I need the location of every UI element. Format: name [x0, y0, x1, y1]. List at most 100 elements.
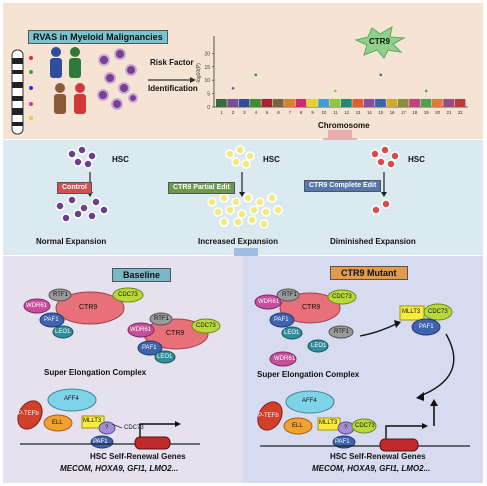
x-tick-label: 7	[289, 110, 292, 115]
chromosome-band	[341, 98, 352, 107]
expanded-cell	[207, 197, 217, 207]
sec-cdc73-label: CDC73	[124, 425, 144, 431]
expanded-cell	[219, 193, 229, 203]
x-tick-label: 11	[333, 110, 338, 115]
panel-b-hsc-expansion	[3, 140, 483, 255]
expanded-cell	[219, 217, 229, 227]
sec-complex-baseline	[17, 388, 200, 450]
chromosome-band	[363, 98, 375, 107]
chromosome-band	[272, 98, 284, 107]
y-tick-label: 15	[204, 65, 210, 71]
free-wdr61-label: WDR61	[274, 356, 296, 362]
chromosome-band	[454, 98, 466, 107]
significant-point	[379, 73, 383, 77]
mutant-wdr61-label: WDR61	[258, 299, 280, 305]
hsc-cell	[67, 149, 77, 159]
mutant-cdc73-label-2: CDC73	[355, 423, 375, 429]
hsc-label-partial: HSC	[263, 155, 280, 164]
expansion-arrowhead	[239, 192, 245, 197]
hsc-cell	[235, 145, 245, 155]
myeloid-cells-icon	[97, 48, 138, 110]
rtf1-label-2: RTF1	[154, 316, 169, 322]
hsc-cell	[225, 149, 235, 159]
hsc-cell	[370, 149, 380, 159]
expanded-cell	[243, 193, 253, 203]
normal-expansion-label: Normal Expansion	[36, 237, 107, 246]
expanded-cell	[213, 207, 223, 217]
x-tick-label: 13	[356, 110, 361, 115]
chromosome-band	[238, 98, 250, 107]
paf-complex-baseline-top	[23, 287, 144, 339]
x-tick-label: 15	[378, 110, 383, 115]
rvas-title-badge: RVAS in Myeloid Malignancies	[28, 30, 168, 44]
question-label: ?	[105, 425, 109, 431]
hsc-cell	[386, 159, 396, 169]
free-leo1-label: LEO1	[311, 343, 327, 349]
expansion-arrowhead	[381, 192, 387, 197]
chromosome-band	[409, 98, 420, 107]
x-tick-label: 1	[221, 110, 224, 115]
hsc-cell	[380, 145, 390, 155]
expanded-cell	[381, 199, 391, 209]
hsc-genes-label-baseline: HSC Self-Renewal Genes	[90, 452, 186, 461]
expanded-cell	[231, 197, 241, 207]
panel-c-graphics	[17, 287, 470, 452]
hsc-genes-label-mutant: HSC Self-Renewal Genes	[330, 452, 426, 461]
expanded-cell	[259, 219, 269, 229]
panel-b-graphics	[55, 145, 400, 229]
expanded-cell	[73, 209, 83, 219]
x-tick-label: 12	[344, 110, 349, 115]
y-axis-label: -log10(P)	[196, 63, 202, 84]
expanded-cell	[371, 205, 381, 215]
leo1-label-2: LEO1	[157, 354, 173, 360]
expanded-cell	[249, 205, 259, 215]
hsc-cell	[390, 151, 400, 161]
paf1-label: PAF1	[44, 317, 59, 323]
x-tick-label: 21	[447, 110, 452, 115]
mutant-leo1-label: LEO1	[284, 330, 300, 336]
x-tick-label: 4	[255, 110, 258, 115]
x-tick-label: 17	[401, 110, 406, 115]
hsc-cell	[77, 145, 87, 155]
mutant-paf1-label: PAF1	[274, 317, 289, 323]
x-tick-label: 10	[322, 110, 327, 115]
mutant-aff4-label: AFF4	[302, 398, 317, 404]
significant-point	[254, 73, 258, 77]
mllt3-paf1-cluster	[399, 303, 453, 336]
mutant-ell-label: ELL	[292, 423, 303, 429]
x-tick-label: 3	[243, 110, 246, 115]
chromosome-band	[216, 98, 227, 107]
diminished-expansion-label: Diminished Expansion	[330, 237, 416, 246]
hsc-cell	[83, 159, 93, 169]
expanded-cell	[79, 203, 89, 213]
mutant-rtf1-label: RTF1	[282, 292, 297, 298]
chromosome-band	[397, 98, 409, 107]
x-tick-label: 5	[266, 110, 269, 115]
cluster-to-sec-arrow	[419, 333, 455, 397]
chromosome-band	[227, 98, 239, 107]
chromosome-band	[443, 98, 455, 107]
significant-point	[334, 89, 337, 93]
hsc-cell	[231, 157, 241, 167]
rtf1-to-mllt3-arrow	[359, 323, 397, 337]
hsc-cell	[73, 157, 83, 167]
expanded-cell	[261, 207, 271, 217]
panel-a-rvas	[3, 3, 483, 139]
chromosome-band	[329, 98, 341, 107]
cluster-mllt3-label: MLLT3	[402, 309, 421, 315]
people-icon	[50, 47, 86, 114]
expanded-cell	[233, 217, 243, 227]
increased-expansion-label: Increased Expansion	[198, 237, 279, 246]
expanded-cell	[273, 205, 283, 215]
gene-list-baseline: MECOM, HOXA9, GFI1, LMO2...	[60, 464, 179, 473]
ctr9-label: CTR9	[79, 304, 98, 311]
x-tick-label: 16	[390, 110, 395, 115]
ctr9-mutant-header: CTR9 Mutant	[330, 266, 408, 280]
x-tick-label: 20	[435, 110, 440, 115]
expanded-cell	[91, 197, 101, 207]
chromosome-band	[375, 98, 386, 107]
expanded-cell	[267, 193, 277, 203]
